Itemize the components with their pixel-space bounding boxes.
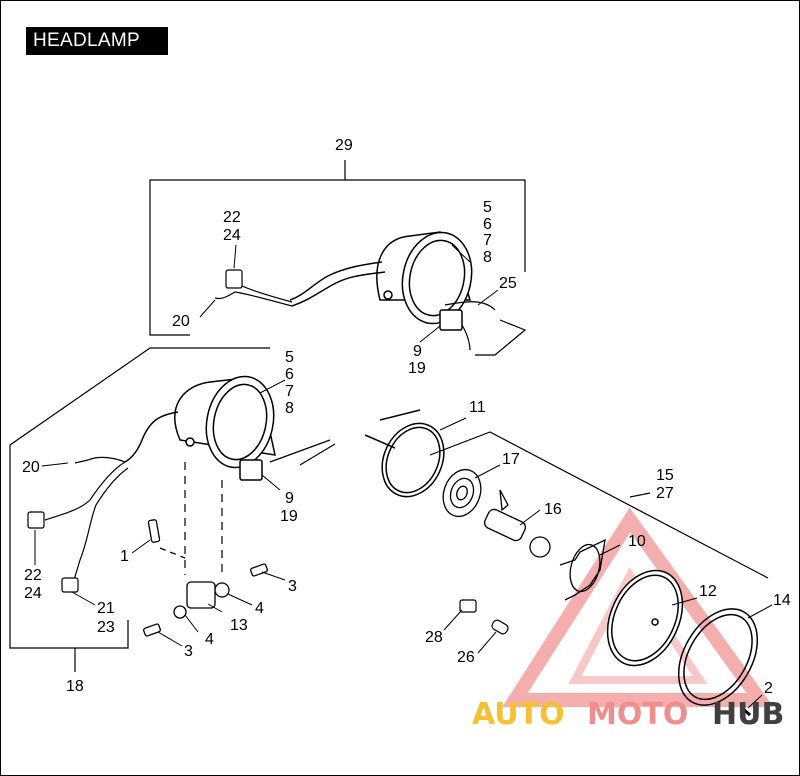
bracket-29: [149, 160, 526, 336]
label-2: 2: [764, 680, 773, 697]
label-10: 10: [628, 533, 646, 550]
label-7-left: 7: [285, 383, 294, 400]
label-7-upper: 7: [483, 232, 492, 249]
label-19-upper: 19: [408, 360, 426, 377]
label-4-lower: 4: [205, 631, 214, 648]
upper-wire-harness: [214, 269, 527, 356]
mount-bracket-hardware: [143, 519, 268, 637]
gasket-11: [364, 409, 445, 498]
label-17: 17: [502, 451, 520, 468]
label-6-upper: 6: [483, 216, 492, 233]
label-16: 16: [544, 501, 562, 518]
bracket-18: [9, 347, 270, 672]
label-12: 12: [699, 583, 717, 600]
label-8-upper: 8: [483, 249, 492, 266]
label-24-left: 24: [24, 585, 42, 602]
leader-lines: [34, 244, 773, 709]
label-11: 11: [469, 399, 486, 416]
label-9-left: 9: [285, 490, 294, 507]
trim-ring-14: [677, 608, 759, 706]
label-23: 23: [97, 619, 115, 636]
label-24-upper: 24: [223, 227, 241, 244]
label-19-left: 19: [280, 508, 298, 525]
left-headlamp-housing: [124, 375, 276, 481]
retaining-ring-10: [559, 538, 606, 601]
watermark-hub: HUB: [712, 697, 784, 732]
watermark-text: AUTO MOTO HUB: [472, 697, 784, 732]
label-5-upper: 5: [483, 199, 492, 216]
screw-2: [741, 706, 751, 717]
label-8-left: 8: [285, 400, 294, 417]
lens-12: [606, 569, 684, 667]
watermark-auto: AUTO: [472, 697, 565, 732]
upper-headlamp-housing: [289, 231, 473, 331]
label-9-upper: 9: [413, 343, 422, 360]
small-bulbs: [459, 599, 509, 635]
bracket-15-27: [429, 431, 769, 579]
label-25: 25: [499, 275, 517, 292]
label-27: 27: [656, 485, 674, 502]
label-18: 18: [66, 678, 84, 695]
label-29: 29: [335, 137, 353, 154]
label-5-left: 5: [285, 349, 294, 366]
page-title: HEADLAMP: [26, 27, 168, 55]
bulb-16: [483, 508, 551, 558]
label-22-upper: 22: [223, 209, 241, 226]
label-26: 26: [457, 649, 475, 666]
label-14: 14: [773, 592, 791, 609]
watermark-moto: MOTO: [587, 697, 688, 732]
label-3-upper: 3: [288, 578, 297, 595]
bulb-socket-17: [442, 468, 509, 518]
label-28: 28: [425, 629, 443, 646]
label-22-left: 22: [24, 567, 42, 584]
label-15: 15: [656, 467, 674, 484]
label-21: 21: [97, 600, 115, 617]
label-4-upper: 4: [255, 600, 264, 617]
label-3-lower: 3: [184, 643, 193, 660]
label-6-left: 6: [285, 366, 294, 383]
left-wire-harness: [27, 439, 336, 593]
label-20-left: 20: [22, 459, 40, 476]
label-13: 13: [230, 617, 248, 634]
label-20-upper: 20: [172, 313, 190, 330]
part-labels: 29 22 24 5 6 7 8 25 20 9 19 5 6 7 8 11 2…: [22, 137, 791, 697]
label-1: 1: [120, 548, 129, 565]
